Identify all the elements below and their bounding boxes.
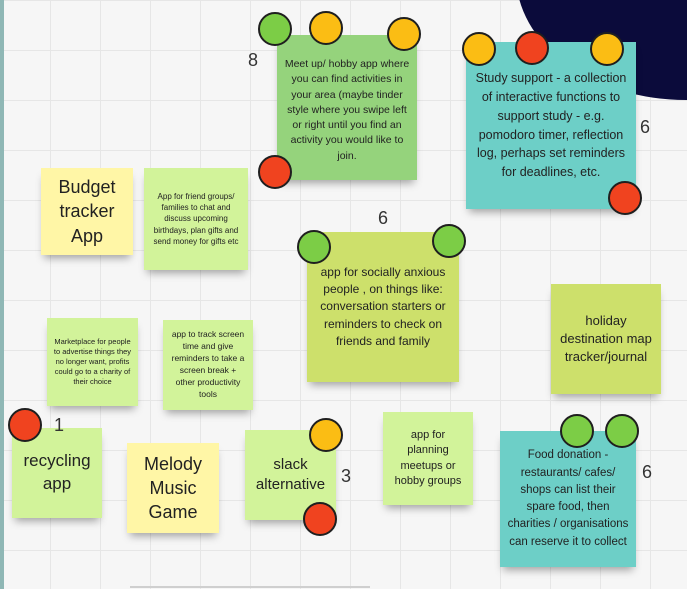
sticky-note-holiday[interactable]: holiday destination map tracker/journal: [551, 284, 661, 394]
sticky-note-friend-groups[interactable]: App for friend groups/ families to chat …: [144, 168, 248, 270]
sticky-note-text: Melody Music Game: [143, 453, 203, 523]
sticky-note-text: recycling app: [23, 451, 91, 493]
sticky-note-text: app for planning meetups or hobby groups: [394, 428, 462, 487]
sticky-note-text: App for friend groups/ families to chat …: [153, 192, 239, 246]
vote-count-slack: 3: [341, 466, 352, 486]
red-vote-dot[interactable]: [8, 408, 42, 442]
vote-count-socially-anxious: 6: [378, 208, 389, 228]
sticky-note-text: Marketplace for people to advertise thin…: [53, 336, 132, 387]
sticky-note-marketplace[interactable]: Marketplace for people to advertise thin…: [47, 318, 138, 406]
sticky-note-meetup[interactable]: Meet up/ hobby app where you can find ac…: [277, 35, 417, 180]
sticky-note-text: app to track screen time and give remind…: [171, 329, 245, 399]
orange-vote-dot[interactable]: [309, 11, 343, 45]
green-vote-dot[interactable]: [297, 230, 331, 264]
sticky-note-text: holiday destination map tracker/journal: [560, 312, 652, 365]
sticky-note-food-donation[interactable]: Food donation - restaurants/ cafes/ shop…: [500, 431, 636, 567]
sticky-note-text: Study support - a collection of interact…: [475, 71, 627, 179]
orange-vote-dot[interactable]: [590, 32, 624, 66]
canvas-left-edge: [0, 0, 4, 589]
vote-count-recycling: 1: [54, 415, 65, 435]
vote-count-study: 6: [640, 117, 651, 137]
sticky-note-text: slack alternative: [255, 455, 326, 493]
green-vote-dot[interactable]: [258, 12, 292, 46]
sticky-note-budget[interactable]: Budget tracker App: [41, 168, 133, 255]
green-vote-dot[interactable]: [432, 224, 466, 258]
red-vote-dot[interactable]: [515, 31, 549, 65]
vote-count-food-donation: 6: [642, 462, 653, 482]
sticky-note-melody[interactable]: Melody Music Game: [127, 443, 219, 533]
sticky-note-text: Budget tracker App: [58, 177, 116, 246]
sticky-note-recycling[interactable]: recycling app: [12, 428, 102, 518]
vote-count-meetup: 8: [248, 50, 259, 70]
sticky-note-text: Meet up/ hobby app where you can find ac…: [284, 58, 410, 162]
sticky-note-study[interactable]: Study support - a collection of interact…: [466, 42, 636, 209]
green-vote-dot[interactable]: [560, 414, 594, 448]
orange-vote-dot[interactable]: [309, 418, 343, 452]
sticky-note-text: Food donation - restaurants/ cafes/ shop…: [507, 449, 629, 548]
red-vote-dot[interactable]: [608, 181, 642, 215]
orange-vote-dot[interactable]: [387, 17, 421, 51]
sticky-note-socially-anxious[interactable]: app for socially anxious people , on thi…: [307, 232, 459, 382]
bottom-divider: [130, 586, 370, 588]
sticky-note-planning[interactable]: app for planning meetups or hobby groups: [383, 412, 473, 505]
red-vote-dot[interactable]: [258, 155, 292, 189]
sticky-note-screen-time[interactable]: app to track screen time and give remind…: [163, 320, 253, 410]
orange-vote-dot[interactable]: [462, 32, 496, 66]
red-vote-dot[interactable]: [303, 502, 337, 536]
sticky-note-text: app for socially anxious people , on thi…: [320, 264, 446, 349]
green-vote-dot[interactable]: [605, 414, 639, 448]
